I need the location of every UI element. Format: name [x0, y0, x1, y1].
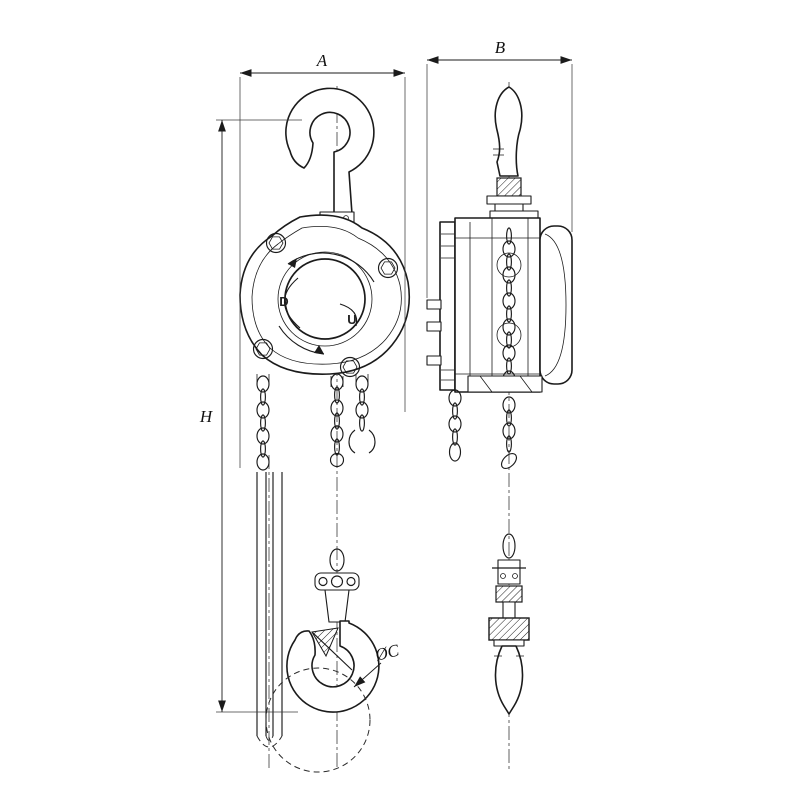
top-hook-side — [486, 86, 539, 221]
load-chain-front — [329, 373, 345, 468]
bolt-icon — [252, 232, 399, 378]
hand-chain-right-front — [348, 375, 376, 454]
body-side — [426, 217, 573, 393]
chains-below-side — [448, 389, 518, 470]
bottom-hook-side — [488, 533, 530, 715]
dim-label-h: H — [199, 407, 214, 426]
bottom-hook-front — [265, 548, 380, 773]
dimension-a: A — [239, 51, 406, 468]
hand-chain-left-front — [256, 375, 283, 748]
dim-label-b: B — [495, 38, 506, 57]
dimensions: A B H ØC — [199, 38, 573, 713]
housing-mark-d: D — [279, 294, 288, 309]
front-view: D U — [239, 87, 411, 773]
side-view — [426, 86, 573, 715]
gear-housing-front: D U — [239, 214, 411, 387]
dim-label-a: A — [316, 51, 328, 70]
housing-mark-u: U — [347, 312, 356, 327]
dimension-h: H — [199, 119, 302, 713]
dimension-b: B — [426, 38, 573, 298]
dim-label-c: ØC — [372, 640, 401, 665]
top-hook-front — [285, 87, 375, 234]
